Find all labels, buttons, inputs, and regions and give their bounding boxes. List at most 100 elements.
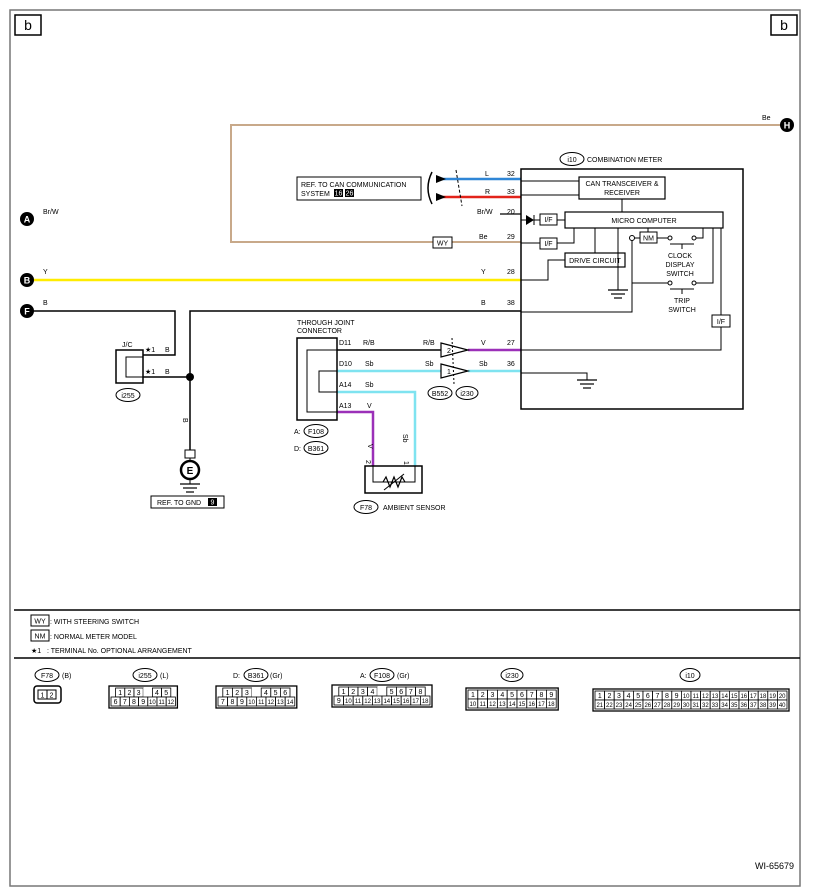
cv-i10-pin-label: 29 <box>673 703 680 709</box>
cv-i255-pin-label: 12 <box>167 700 174 706</box>
cv-i10-id: i10 <box>685 673 694 680</box>
cv-b361-pin-label: 12 <box>267 700 274 706</box>
can-ref-page1-box <box>334 189 343 197</box>
v-inner <box>521 327 722 351</box>
cv-f108-suffix: (Gr) <box>397 673 409 680</box>
legend-wy-label: WY <box>34 619 46 626</box>
wire-label-y: Y <box>481 269 486 276</box>
trip-contact-l <box>667 280 673 286</box>
through-joint-line1: THROUGH JOINT <box>297 320 355 327</box>
cv-i10-pin-label: 38 <box>760 703 767 709</box>
combination-meter <box>520 168 744 410</box>
can-transceiver-line2: RECEIVER <box>604 190 640 197</box>
cv-i230-pin-label: 16 <box>528 702 535 708</box>
cv-i255-pin-label: 6 <box>114 699 118 706</box>
cv-i10-pin-label: 39 <box>769 703 776 709</box>
cv-i10-pin-label: 13 <box>712 694 719 700</box>
resistor <box>382 475 406 489</box>
tj-v: V <box>367 403 372 410</box>
cv-i10-pin-label: 36 <box>740 703 747 709</box>
cv-i10-pin-label: 40 <box>779 703 786 709</box>
cv-f78-id: F78 <box>41 673 53 680</box>
cv-i10-pin-label: 28 <box>664 703 671 709</box>
cv-b361-pin-label: 5 <box>274 690 278 697</box>
can-transceiver-line1: CAN TRANSCEIVER & <box>586 181 659 188</box>
legend-nm-text: : NORMAL METER MODEL <box>50 634 137 641</box>
gnd-ref-page: 9 <box>211 500 215 507</box>
tj-a-prefix: A: <box>294 429 301 436</box>
wire-label-l: L <box>485 171 489 178</box>
buffer-twist <box>451 337 455 385</box>
cv-f108-pin-label: 7 <box>409 689 413 696</box>
cv-i255-pin-label: 4 <box>155 690 159 697</box>
connector-b: B <box>20 273 34 287</box>
cv-i255-pin-label: 9 <box>141 699 145 706</box>
wire-h-color: Be <box>762 115 771 122</box>
cv-f108-pin-box <box>377 687 387 696</box>
tj-inner-1 <box>306 349 337 413</box>
diode <box>526 215 534 225</box>
sensor-label: AMBIENT SENSOR <box>383 505 446 512</box>
cv-i10-pin-label: 22 <box>606 703 613 709</box>
pin-28: 28 <box>507 269 515 276</box>
cv-i230-pin-label: 3 <box>491 692 495 699</box>
wire-label-be: Be <box>479 234 488 241</box>
trip-wire-r <box>696 228 714 284</box>
cv-i255-pin-label: 3 <box>137 690 141 697</box>
cv-i10-pin-box <box>777 699 788 710</box>
jc-star-1: ★1 <box>145 346 155 354</box>
cv-b361-badge: B361 <box>243 668 269 682</box>
ground-e: E <box>179 459 201 481</box>
buffer-id-2-badge: i230 <box>455 386 479 400</box>
cv-i10-pin-label: 35 <box>731 703 738 709</box>
can-ref-line2: SYSTEM <box>301 191 330 198</box>
cv-i10-pin-label: 15 <box>731 694 738 700</box>
cv-i10-pin-label: 26 <box>644 703 651 709</box>
can-paren <box>427 171 433 205</box>
meter-title: COMBINATION METER <box>587 157 662 164</box>
jc-b-1: B <box>165 347 170 354</box>
can-arrow-r <box>436 193 446 201</box>
cv-i255-pin-label: 11 <box>158 700 165 706</box>
pin-38: 38 <box>507 300 515 307</box>
cv-f108-pin-label: 15 <box>393 699 400 705</box>
pin-29: 29 <box>507 234 515 241</box>
pin-32: 32 <box>507 171 515 178</box>
wire-label-sb: Sb <box>479 361 488 368</box>
drive-circuit-label: DRIVE CIRCUIT <box>569 258 621 265</box>
buffer-pin-2: 2 <box>447 348 451 355</box>
cv-i10-pin-label: 14 <box>721 694 728 700</box>
cv-f108-prefix: A: <box>360 673 367 680</box>
cv-i255-pin-label: 10 <box>149 700 156 706</box>
cv-f108-badge: F108 <box>369 668 395 682</box>
connector-h-label: H <box>784 121 791 131</box>
gnd-ref-page-box <box>208 498 217 506</box>
wire-label-r: R <box>485 189 490 196</box>
cv-i230-pin-label: 4 <box>500 692 504 699</box>
cv-b361-pin-label: 4 <box>264 690 268 697</box>
cv-i10-pin-label: 23 <box>616 703 623 709</box>
cv-i10-pin-label: 8 <box>665 693 669 700</box>
cv-i230-pin-box <box>546 698 557 709</box>
can-ref-page2: 26 <box>346 191 354 198</box>
cv-f108-pin-label: 1 <box>342 689 346 696</box>
sensor-wire-sb: Sb <box>401 434 408 443</box>
buffer-2 <box>440 342 471 358</box>
sensor-pin-2: 2 <box>364 460 371 464</box>
cv-b361-pin-label: 1 <box>226 690 230 697</box>
cv-i255-pin-label: 8 <box>132 699 136 706</box>
splice-node <box>186 373 194 381</box>
can-arrow-l <box>436 175 446 183</box>
cv-i10-pin-label: 20 <box>779 694 786 700</box>
buffer-1 <box>440 363 471 379</box>
cv-f108-pin-label: 17 <box>412 699 419 705</box>
cv-i230-pin-label: 15 <box>519 702 526 708</box>
buffer-id-1: B552 <box>432 391 448 398</box>
cv-f108-pin-label: 2 <box>351 689 355 696</box>
cv-i10-pin-label: 5 <box>636 693 640 700</box>
pin-27: 27 <box>507 340 515 347</box>
sensor-pin-1: 1 <box>402 461 409 465</box>
pin-20: 20 <box>507 209 515 216</box>
sensor-wire-v: V <box>366 444 373 449</box>
